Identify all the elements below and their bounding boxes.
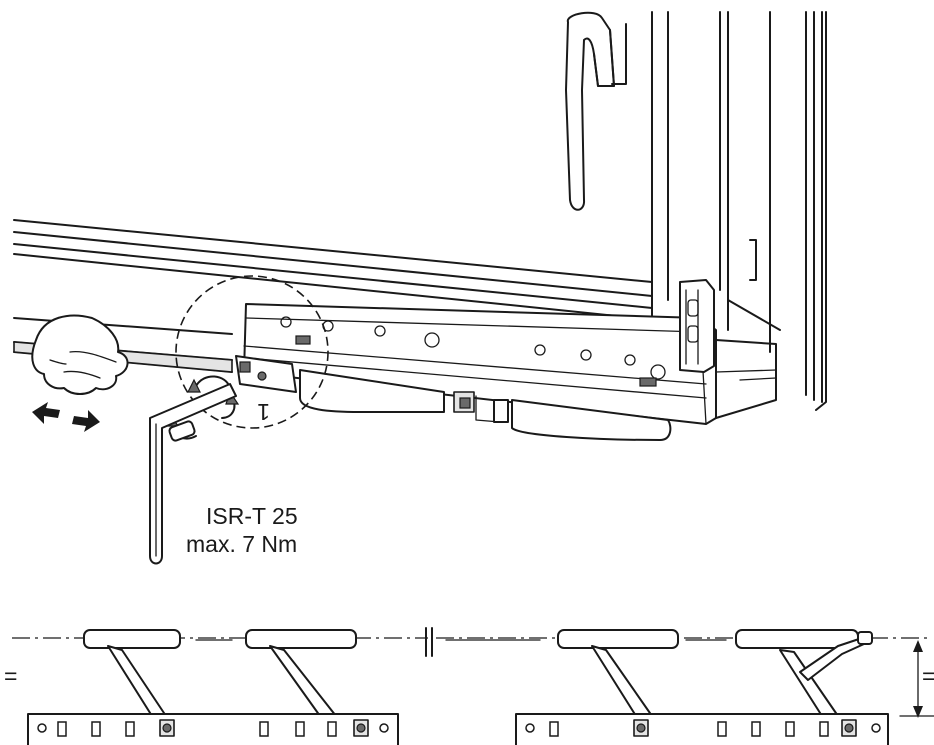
- window-handle-icon: [565, 11, 615, 211]
- tool-label-line1: ISR-T 25: [206, 503, 298, 529]
- stay-arm-left-2: [245, 629, 357, 649]
- frame-bar-left: [27, 713, 399, 745]
- frame-bar-right: [515, 713, 889, 745]
- equal-mark-right: =: [922, 663, 934, 689]
- stay-arm-right-1: [557, 629, 679, 649]
- double-arrow-icon: [32, 402, 100, 432]
- allen-key-icon: [149, 383, 237, 565]
- detail-marker: 1: [257, 399, 270, 425]
- hand-icon: [31, 314, 129, 395]
- window-frame-illustration: [13, 11, 827, 441]
- stay-arm-left-1: [83, 629, 181, 649]
- tool-label-line2: max. 7 Nm: [186, 531, 297, 557]
- detail-circle: [175, 275, 329, 429]
- stay-arm-diagram: [12, 627, 934, 745]
- equal-mark-left: =: [4, 663, 17, 689]
